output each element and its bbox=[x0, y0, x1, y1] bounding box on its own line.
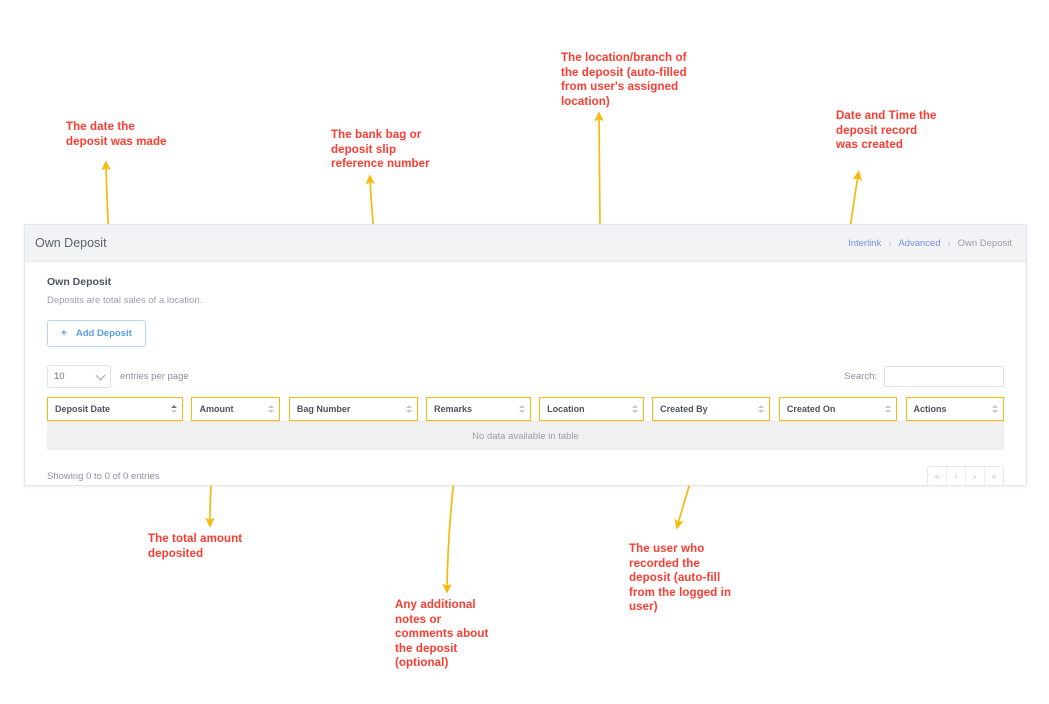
table-empty-row: No data available in table bbox=[47, 421, 1004, 450]
search-input[interactable] bbox=[884, 366, 1004, 387]
column-label: Actions bbox=[913, 404, 947, 414]
pagination-first-button[interactable]: « bbox=[928, 467, 947, 485]
sort-icon[interactable] bbox=[171, 405, 178, 413]
column-header-remarks[interactable]: Remarks bbox=[426, 397, 531, 421]
breadcrumb-item-advanced[interactable]: Advanced bbox=[898, 237, 941, 249]
column-gap bbox=[644, 397, 652, 421]
own-deposit-window: Own Deposit Interlink › Advanced › Own D… bbox=[24, 224, 1027, 486]
add-deposit-label: Add Deposit bbox=[75, 328, 132, 339]
panel-subheading: Deposits are total sales of a location. bbox=[47, 295, 203, 306]
annotation-bag-number: The bank bag or deposit slip reference n… bbox=[331, 129, 430, 171]
pagination: « ‹ › » bbox=[927, 466, 1004, 485]
column-header-deposit-date[interactable]: Deposit Date bbox=[47, 397, 184, 421]
annotation-created-on: Date and Time the deposit record was cre… bbox=[836, 110, 937, 152]
table-empty-message: No data available in table bbox=[47, 421, 1004, 450]
pagination-next-button[interactable]: › bbox=[966, 467, 985, 485]
column-gap bbox=[531, 397, 539, 421]
entries-info: Showing 0 to 0 of 0 entries bbox=[47, 470, 160, 482]
page-length-value: 10 bbox=[54, 371, 65, 382]
annotation-deposit-date: The date the deposit was made bbox=[66, 121, 167, 148]
annotation-remarks: Any additional notes or comments about t… bbox=[395, 599, 489, 670]
page-title: Own Deposit bbox=[35, 236, 107, 250]
column-gap bbox=[418, 397, 426, 421]
search-label: Search: bbox=[844, 371, 877, 382]
panel-heading: Own Deposit bbox=[47, 276, 112, 288]
search-control: Search: bbox=[844, 366, 1004, 387]
annotation-created-by: The user who recorded the deposit (auto-… bbox=[629, 543, 732, 614]
sort-icon[interactable] bbox=[885, 405, 892, 413]
column-gap bbox=[770, 397, 778, 421]
column-label: Created On bbox=[786, 404, 836, 414]
annotation-location: The location/branch of the deposit (auto… bbox=[561, 52, 687, 108]
column-gap bbox=[897, 397, 905, 421]
page-length-select[interactable]: 10 bbox=[47, 365, 111, 388]
column-header-amount[interactable]: Amount bbox=[191, 397, 281, 421]
pagination-previous-button[interactable]: ‹ bbox=[947, 467, 966, 485]
sort-icon[interactable] bbox=[631, 405, 638, 413]
column-label: Created By bbox=[660, 404, 708, 414]
add-deposit-button[interactable]: + Add Deposit bbox=[47, 320, 146, 347]
column-label: Location bbox=[547, 404, 585, 414]
column-gap bbox=[183, 397, 191, 421]
pagination-last-button[interactable]: » bbox=[991, 471, 997, 481]
column-header-created-by[interactable]: Created By bbox=[652, 397, 771, 421]
breadcrumb-item-interlink[interactable]: Interlink bbox=[848, 237, 882, 249]
column-gap bbox=[280, 397, 288, 421]
deposits-table: Deposit Date Amount Bag Number bbox=[47, 397, 1004, 450]
sort-icon[interactable] bbox=[268, 405, 275, 413]
chevron-down-icon bbox=[95, 370, 106, 381]
window-topbar: Own Deposit Interlink › Advanced › Own D… bbox=[25, 225, 1026, 262]
sort-icon[interactable] bbox=[518, 405, 525, 413]
plus-icon: + bbox=[61, 327, 67, 339]
column-header-bag-number[interactable]: Bag Number bbox=[288, 397, 418, 421]
column-header-actions[interactable]: Actions bbox=[905, 397, 1004, 421]
own-deposit-panel: Own Deposit Deposits are total sales of … bbox=[25, 262, 1026, 450]
page-length-label: entries per page bbox=[120, 371, 189, 382]
column-header-location[interactable]: Location bbox=[539, 397, 644, 421]
column-label: Bag Number bbox=[296, 404, 351, 414]
breadcrumb-item-current: Own Deposit bbox=[957, 237, 1012, 249]
table-header-row: Deposit Date Amount Bag Number bbox=[47, 397, 1004, 421]
sort-icon[interactable] bbox=[758, 405, 765, 413]
table-footer: Showing 0 to 0 of 0 entries « ‹ › » bbox=[25, 450, 1026, 485]
annotation-amount: The total amount deposited bbox=[148, 533, 243, 560]
table-header: Deposit Date Amount Bag Number bbox=[47, 397, 1004, 421]
column-header-created-on[interactable]: Created On bbox=[778, 397, 898, 421]
column-label: Remarks bbox=[434, 404, 473, 414]
chevron-right-icon: › bbox=[947, 238, 951, 248]
column-label: Amount bbox=[199, 404, 234, 414]
column-label: Deposit Date bbox=[55, 404, 111, 414]
chevron-right-icon: › bbox=[888, 238, 892, 248]
page-length-control: 10 entries per page bbox=[47, 365, 189, 388]
table-controls: 10 entries per page Search: bbox=[47, 365, 1004, 388]
table-body: No data available in table bbox=[47, 421, 1004, 450]
breadcrumb: Interlink › Advanced › Own Deposit bbox=[848, 238, 1012, 249]
sort-icon[interactable] bbox=[405, 405, 412, 413]
sort-icon[interactable] bbox=[992, 405, 998, 413]
